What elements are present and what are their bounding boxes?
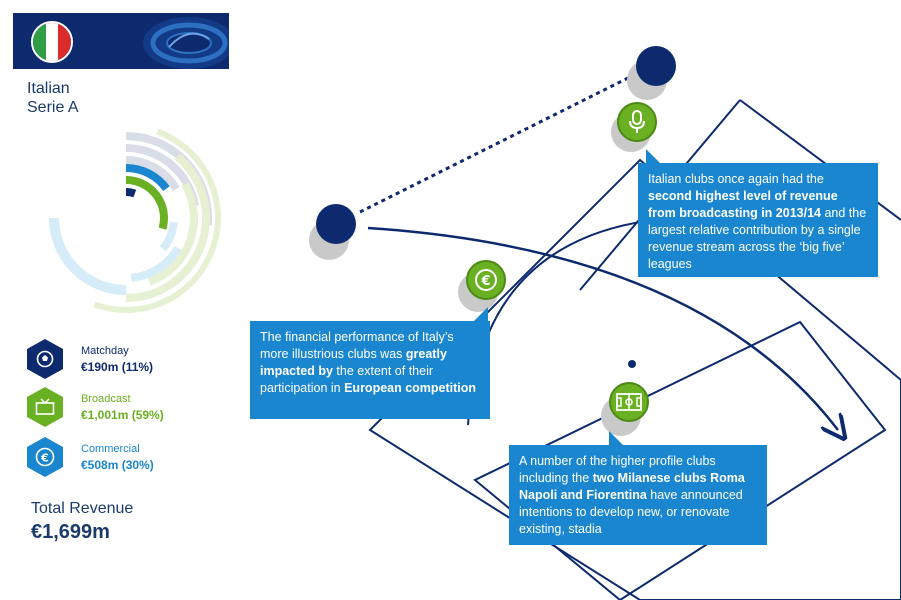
radial-track bbox=[125, 156, 180, 192]
italy-flag-icon bbox=[31, 21, 73, 63]
euro-coin-icon: € bbox=[466, 260, 506, 300]
pitch-diamond-inner bbox=[473, 320, 887, 600]
callout-text-bold: greatly impacted by bbox=[260, 347, 447, 378]
legend-commercial: € Commercial €508m (30%) bbox=[27, 437, 227, 479]
player-node-left bbox=[316, 204, 356, 244]
radial-track bbox=[125, 153, 210, 302]
radial-arc-commercial bbox=[125, 164, 170, 192]
total-revenue-value: €1,699m bbox=[31, 521, 110, 543]
pitch-icon bbox=[609, 382, 649, 422]
radial-arc-matchday bbox=[125, 188, 137, 198]
pass-line bbox=[359, 70, 641, 214]
league-name-line2: Serie A bbox=[27, 99, 79, 116]
callout-text: The financial performance of Italy’s mor… bbox=[260, 330, 454, 361]
tv-icon bbox=[27, 387, 63, 427]
svg-text:€: € bbox=[480, 274, 490, 289]
legend-label: Commercial bbox=[81, 443, 140, 455]
callout-stadia: A number of the higher profile clubs inc… bbox=[509, 431, 767, 545]
legend-broadcast: Broadcast €1,001m (59%) bbox=[27, 387, 227, 429]
callout-text: A number of the higher profile clubs inc… bbox=[519, 454, 716, 485]
svg-text:€: € bbox=[40, 452, 49, 465]
legend-value: €508m (30%) bbox=[81, 458, 154, 472]
league-logo-icon bbox=[143, 17, 229, 69]
callout-text: Italian clubs once again had the bbox=[648, 172, 824, 186]
callout-text: and the largest relative contribution by… bbox=[648, 206, 867, 271]
radial-track bbox=[147, 182, 198, 286]
curved-arrow bbox=[367, 226, 838, 430]
radial-track bbox=[49, 217, 127, 295]
league-name: Italian Serie A bbox=[27, 79, 147, 117]
callout-pointer bbox=[474, 307, 488, 321]
league-name-line1: Italian bbox=[27, 80, 70, 97]
radial-arc-broadcast bbox=[125, 176, 168, 230]
euro-icon: € bbox=[27, 437, 63, 477]
revenue-radial-chart bbox=[49, 128, 221, 313]
legend-value: €190m (11%) bbox=[81, 360, 154, 374]
radial-track bbox=[159, 221, 178, 252]
legend-label: Broadcast bbox=[81, 393, 131, 405]
callout-text: have announced intentions to develop new… bbox=[519, 488, 743, 536]
callout-text-bold: European competition bbox=[344, 381, 477, 395]
callout-pointer bbox=[646, 149, 660, 163]
callout-financial: The financial performance of Italy’s mor… bbox=[250, 307, 490, 419]
radial-track bbox=[93, 128, 221, 313]
callout-pointer bbox=[609, 431, 623, 445]
legend-matchday: Matchday €190m (11%) bbox=[27, 339, 227, 381]
callout-text-bold: second highest level of revenue from bro… bbox=[648, 189, 838, 220]
legend-label: Matchday bbox=[81, 345, 129, 357]
league-panel: Italian Serie A Matchday €190m (11%) Bro… bbox=[13, 13, 229, 585]
penalty-spot bbox=[628, 360, 636, 368]
microphone-icon bbox=[617, 102, 657, 142]
callout-text: the extent of their participation in bbox=[260, 364, 434, 395]
total-revenue-label: Total Revenue bbox=[31, 500, 134, 517]
callout-broadcast: Italian clubs once again had the second … bbox=[638, 149, 878, 277]
panel-header bbox=[13, 13, 229, 69]
radial-track bbox=[130, 245, 182, 282]
player-node-right bbox=[636, 46, 676, 86]
football-icon bbox=[27, 339, 63, 379]
callout-text-bold: two Milanese clubs Roma Napoli and Fiore… bbox=[519, 471, 745, 502]
legend-value: €1,001m (59%) bbox=[81, 408, 164, 422]
